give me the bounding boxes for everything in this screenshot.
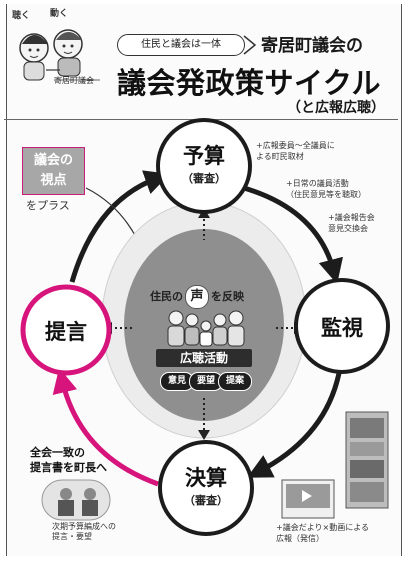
node-monitoring-label: 監視 xyxy=(321,316,363,340)
note-interviews: +広報委員～全議員に よる町民取材 xyxy=(256,140,335,162)
node-settlement: 決算 （審査） xyxy=(166,462,246,508)
tagline: 住民と議会は一体 xyxy=(117,34,245,56)
arrow-monitoring-to-settlement xyxy=(246,367,343,478)
node-settlement-circle xyxy=(158,440,254,536)
node-monitoring-circle xyxy=(294,278,390,374)
viewpoint-line1: 議会の xyxy=(33,153,73,168)
node-proposal-label: 提言 xyxy=(45,320,87,344)
node-settlement-sub: （審査） xyxy=(184,494,228,507)
viewpoint-line2: 視点 xyxy=(40,173,67,188)
consensus-caption-line2: 提言・要望 xyxy=(52,532,92,541)
note-interviews-line1: +広報委員～全議員に xyxy=(256,141,335,150)
node-monitoring: 監視 xyxy=(302,312,382,342)
newsletter-caption: +議会だより×動画による 広報（発信） xyxy=(276,522,369,544)
note-report-line1: +議会報告会 xyxy=(328,213,375,222)
viewpoint-box: 議会の 視点 xyxy=(22,147,85,195)
node-proposal-circle xyxy=(20,284,112,376)
consensus-line1: 全会一致の xyxy=(30,446,85,459)
consensus-heading: 全会一致の 提言書を町長へ xyxy=(30,445,107,475)
newsletter-thumbnails xyxy=(281,411,389,519)
note-report-meeting: +議会報告会 意見交換会 xyxy=(328,212,375,234)
mascot-text-listen: 聴く xyxy=(12,11,31,21)
mascot-illustration xyxy=(19,29,100,81)
consensus-photo xyxy=(41,479,111,521)
node-budget-sub: （審査） xyxy=(182,172,226,185)
newsletter-caption-line2: 広報（発信） xyxy=(276,534,324,543)
voice-pre: 住民の xyxy=(150,290,183,303)
note-daily-activity: +日常の議員活動 （住民意見等を聴取） xyxy=(286,178,366,200)
node-budget-label: 予算 xyxy=(183,144,225,168)
voice-char: 声 xyxy=(185,285,209,309)
arrow-budget-to-monitoring xyxy=(243,185,343,285)
note-daily-line2: （住民意見等を聴取） xyxy=(286,190,366,199)
arrow-proposal-to-budget xyxy=(69,170,170,283)
viewpoint-plus-text: をプラス xyxy=(26,199,70,212)
voice-post: を反映 xyxy=(211,290,244,303)
arrow-settlement-to-proposal xyxy=(52,367,159,487)
node-budget: 予算 （審査） xyxy=(164,140,244,186)
council-name: 寄居町議会の xyxy=(261,36,363,56)
node-budget-circle xyxy=(156,118,252,214)
residents-voice-line: 住民の声を反映 xyxy=(150,285,244,309)
hearing-activity-banner: 広聴活動 xyxy=(156,349,252,367)
note-interviews-line2: よる町民取材 xyxy=(256,152,304,161)
consensus-line2: 提言書を町長へ xyxy=(30,461,107,474)
mascot-text-act: 動く xyxy=(50,9,69,19)
main-title: 議会発政策サイクル xyxy=(117,66,382,100)
consensus-caption-line1: 次期予算編成への xyxy=(52,522,116,531)
pill-suggestion: 提案 xyxy=(218,372,252,391)
node-settlement-label: 決算 xyxy=(185,466,227,490)
newsletter-caption-line1: +議会だより×動画による xyxy=(276,523,370,532)
sub-title: （と広報広聴） xyxy=(287,100,385,116)
note-report-line2: 意見交換会 xyxy=(328,224,368,233)
node-proposal: 提言 xyxy=(26,316,106,346)
residents-group-illustration xyxy=(167,310,245,347)
consensus-caption: 次期予算編成への 提言・要望 xyxy=(52,522,116,542)
note-daily-line1: +日常の議員活動 xyxy=(286,179,349,188)
mascot-label: 寄居町議会 xyxy=(54,76,94,85)
tagline-arrow-icon xyxy=(243,35,257,55)
